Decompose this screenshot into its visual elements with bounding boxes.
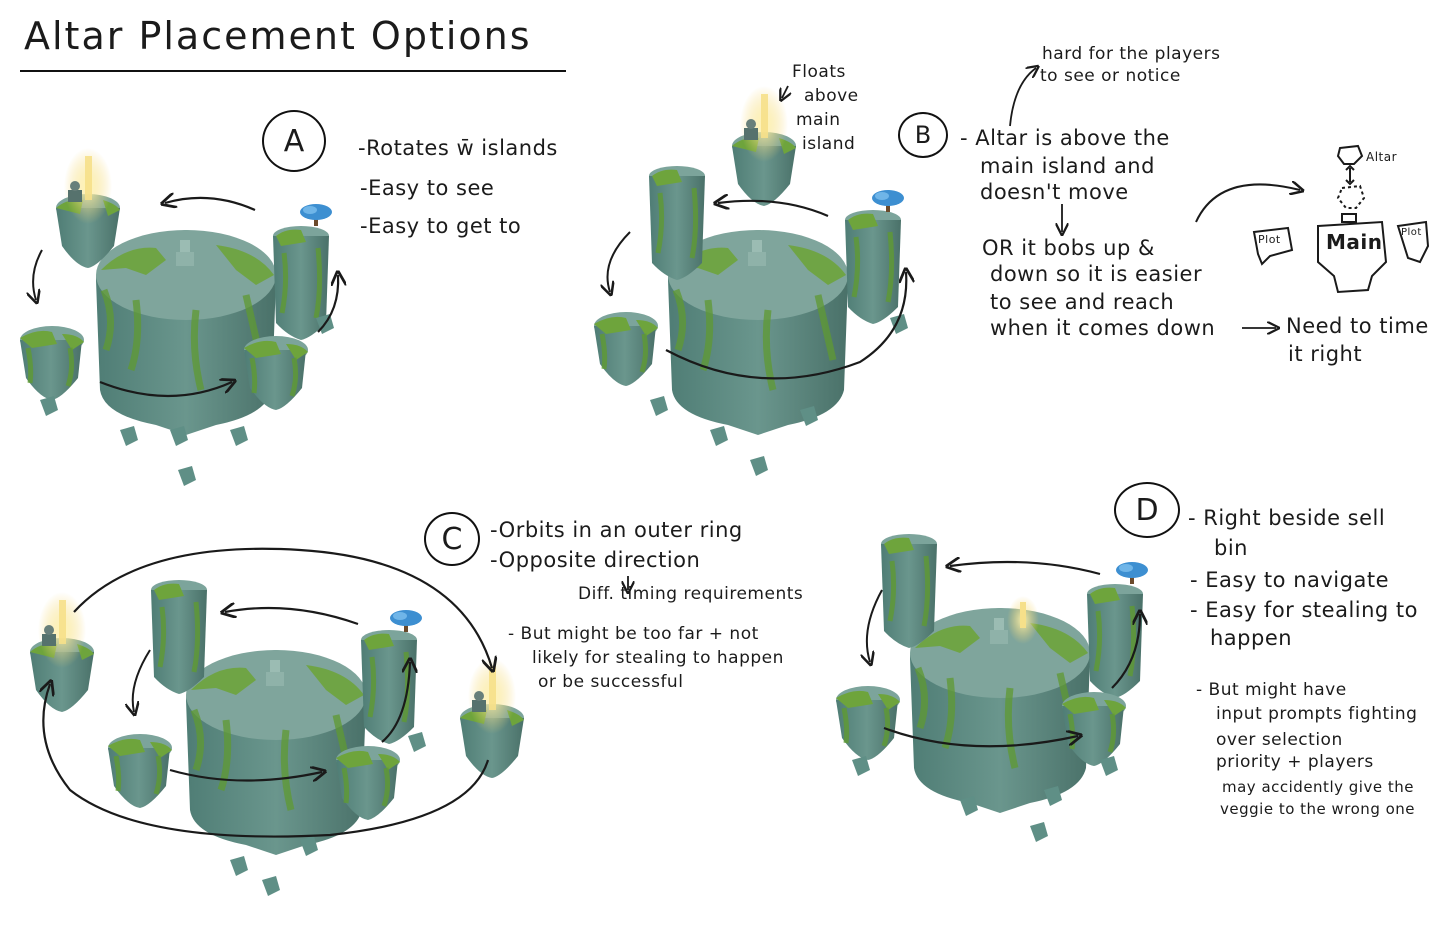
option-c-badge: C: [424, 512, 480, 566]
timing-note: it right: [1288, 342, 1363, 366]
option-c-note: -Orbits in an outer ring: [490, 518, 743, 542]
option-a-note: -Rotates w̄ islands: [358, 136, 558, 160]
option-a-badge: A: [262, 110, 326, 172]
option-b-letter: B: [914, 121, 932, 149]
option-c-caveat: likely for stealing to happen: [532, 648, 784, 668]
option-a-letter: A: [283, 123, 305, 159]
option-d-note: happen: [1210, 626, 1293, 650]
option-d-note: - Right beside sell: [1188, 506, 1386, 530]
option-a-illustration: [20, 148, 338, 486]
float-note: main: [796, 110, 841, 130]
hard-note: hard for the players: [1042, 44, 1221, 64]
option-b-layout-sketch: [1195, 144, 1430, 294]
option-c-letter: C: [441, 521, 463, 557]
option-d-caveat: - But might have: [1196, 680, 1347, 700]
hard-note: to see or notice: [1040, 66, 1181, 86]
option-b-note: - Altar is above the: [960, 126, 1170, 150]
sketch-plot-left: Plot: [1258, 233, 1281, 246]
option-d-caveat: priority + players: [1216, 752, 1374, 772]
annotation-arrows: [628, 68, 1276, 590]
option-b-note: doesn't move: [980, 180, 1129, 204]
option-b-or-note: when it comes down: [990, 316, 1216, 340]
option-d-badge: D: [1114, 482, 1180, 538]
option-d-note: - Easy to navigate: [1190, 568, 1389, 592]
option-b-illustration: [594, 86, 908, 476]
option-c-illustration: [30, 547, 524, 896]
title-underline: [20, 70, 566, 72]
page-title: Altar Placement Options: [24, 14, 532, 58]
option-b-badge: B: [898, 112, 948, 158]
option-c-caveat: or be successful: [538, 672, 684, 692]
option-a-note: -Easy to get to: [360, 214, 522, 238]
float-note: island: [802, 134, 856, 154]
option-d-caveat: input prompts fighting: [1216, 704, 1418, 724]
option-d-illustration: [836, 534, 1148, 842]
sketch-altar-label: Altar: [1366, 150, 1398, 164]
option-b-or-note: OR it bobs up &: [982, 236, 1155, 260]
sketch-plot-right: Plot: [1401, 227, 1422, 238]
option-d-letter: D: [1135, 492, 1159, 528]
option-d-caveat: veggie to the wrong one: [1220, 800, 1416, 818]
option-b-note: main island and: [980, 154, 1155, 178]
option-c-note: -Opposite direction: [490, 548, 701, 572]
option-d-note: bin: [1214, 536, 1248, 560]
option-b-or-note: down so it is easier: [990, 262, 1203, 286]
timing-note: Need to time: [1286, 314, 1429, 338]
option-a-note: -Easy to see: [360, 176, 495, 200]
option-c-sub-note: Diff. timing requirements: [578, 584, 804, 604]
option-b-or-note: to see and reach: [990, 290, 1175, 314]
float-note: above: [804, 86, 859, 106]
float-note: Floats: [792, 62, 846, 82]
option-d-caveat: may accidently give the: [1222, 778, 1414, 796]
sketch-main-label: Main: [1326, 230, 1383, 254]
option-d-note: - Easy for stealing to: [1190, 598, 1419, 622]
option-c-caveat: - But might be too far + not: [508, 624, 759, 644]
option-d-caveat: over selection: [1216, 730, 1343, 750]
